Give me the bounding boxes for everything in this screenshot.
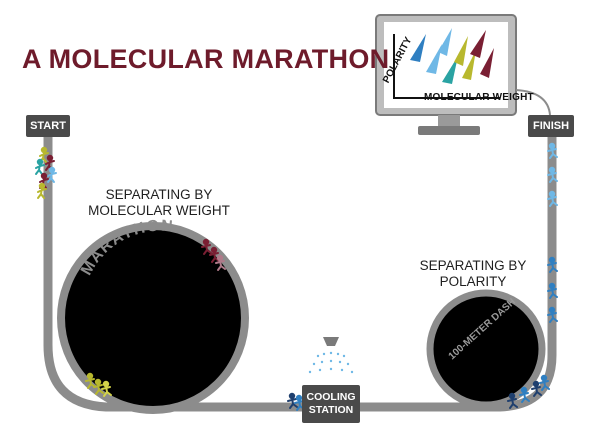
runner [547,256,558,273]
runner [201,238,212,255]
runner [209,246,220,263]
runner [35,158,45,175]
runner [287,392,298,409]
runner [93,378,104,395]
runners-cooling [287,392,305,411]
caption-line: MOLECULAR WEIGHT [88,203,230,218]
cooling-line: STATION [308,404,354,416]
start-sign: START [26,115,70,137]
cooling-sprayer [308,337,354,374]
runner [215,254,226,271]
caption-line: SEPARATING BY [105,187,213,202]
runners-finish [547,142,558,323]
runner [85,372,96,389]
runners-marathon-bottom [85,372,112,397]
runner [547,306,558,323]
runner [47,166,57,183]
chromatogram-peaks [410,28,494,84]
page-title: A MOLECULAR MARATHON [22,44,390,74]
caption-polarity: SEPARATING BY POLARITY [418,258,528,290]
monitor [375,14,517,135]
runners-dash [507,374,550,409]
cooling-station-sign: COOLING STATION [302,385,360,423]
monitor-cable [515,89,551,116]
runner [547,190,558,207]
runners-marathon-top [201,238,226,271]
runner [519,386,530,403]
runner [547,166,558,183]
caption-molecular-weight: SEPARATING BY MOLECULAR WEIGHT [84,187,234,219]
monitor-x-axis-label: MOLECULAR WEIGHT [424,92,534,103]
finish-sign: FINISH [528,115,574,137]
track-start-segment [43,132,310,412]
caption-line: POLARITY [439,274,507,289]
runner [531,380,542,397]
runners-start [35,146,57,199]
runner [547,142,558,159]
runner [507,392,518,409]
dash-loop: 100-METER DASH [426,289,546,409]
caption-line: SEPARATING BY [419,258,527,273]
runner [547,282,558,299]
runner [539,374,550,391]
runner [37,182,47,199]
cooling-line: COOLING [306,391,356,403]
runner [101,380,112,397]
